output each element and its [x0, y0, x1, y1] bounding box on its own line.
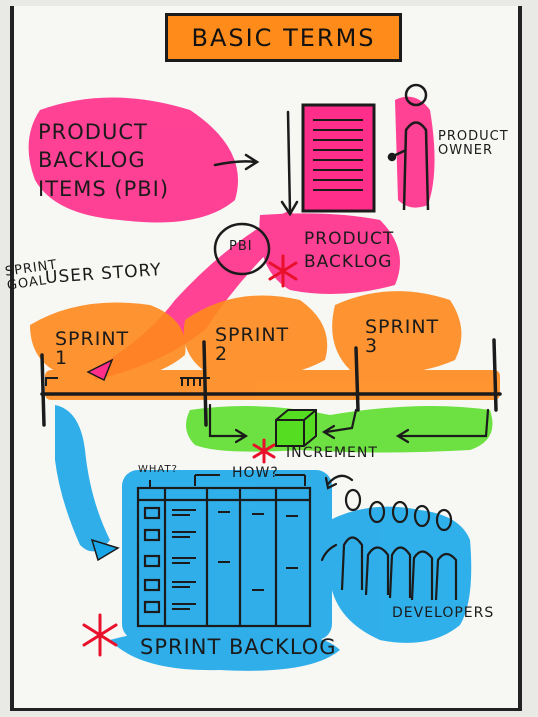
- sprint-3-label: SPRINT 3: [365, 316, 440, 357]
- what-label: WHAT?: [138, 464, 178, 475]
- product-owner-figure-icon: [387, 83, 430, 211]
- page-title: BASIC TERMS: [191, 23, 376, 52]
- backlog-document-icon: [301, 103, 376, 213]
- developer-figure-icon: [340, 488, 458, 601]
- increment-cube-icon: [275, 409, 317, 447]
- sprint-1-label: SPRINT 1: [55, 328, 130, 369]
- how-label: HOW?: [232, 465, 279, 481]
- sprint-2-label: SPRINT 2: [215, 324, 290, 365]
- sprint-backlog-label: SPRINT BACKLOG: [140, 635, 337, 659]
- red-star-icon: [82, 254, 298, 657]
- title-box: BASIC TERMS: [165, 13, 402, 62]
- product-backlog-label: PRODUCT BACKLOG: [304, 229, 395, 272]
- developers-label: DEVELOPERS: [392, 605, 495, 621]
- product-owner-label: PRODUCT OWNER: [438, 129, 509, 159]
- pbi-label: PRODUCT BACKLOG ITEMS (PBI): [38, 120, 170, 201]
- pbi-circle-label: PBI: [229, 239, 253, 254]
- increment-label: INCREMENT: [286, 445, 378, 461]
